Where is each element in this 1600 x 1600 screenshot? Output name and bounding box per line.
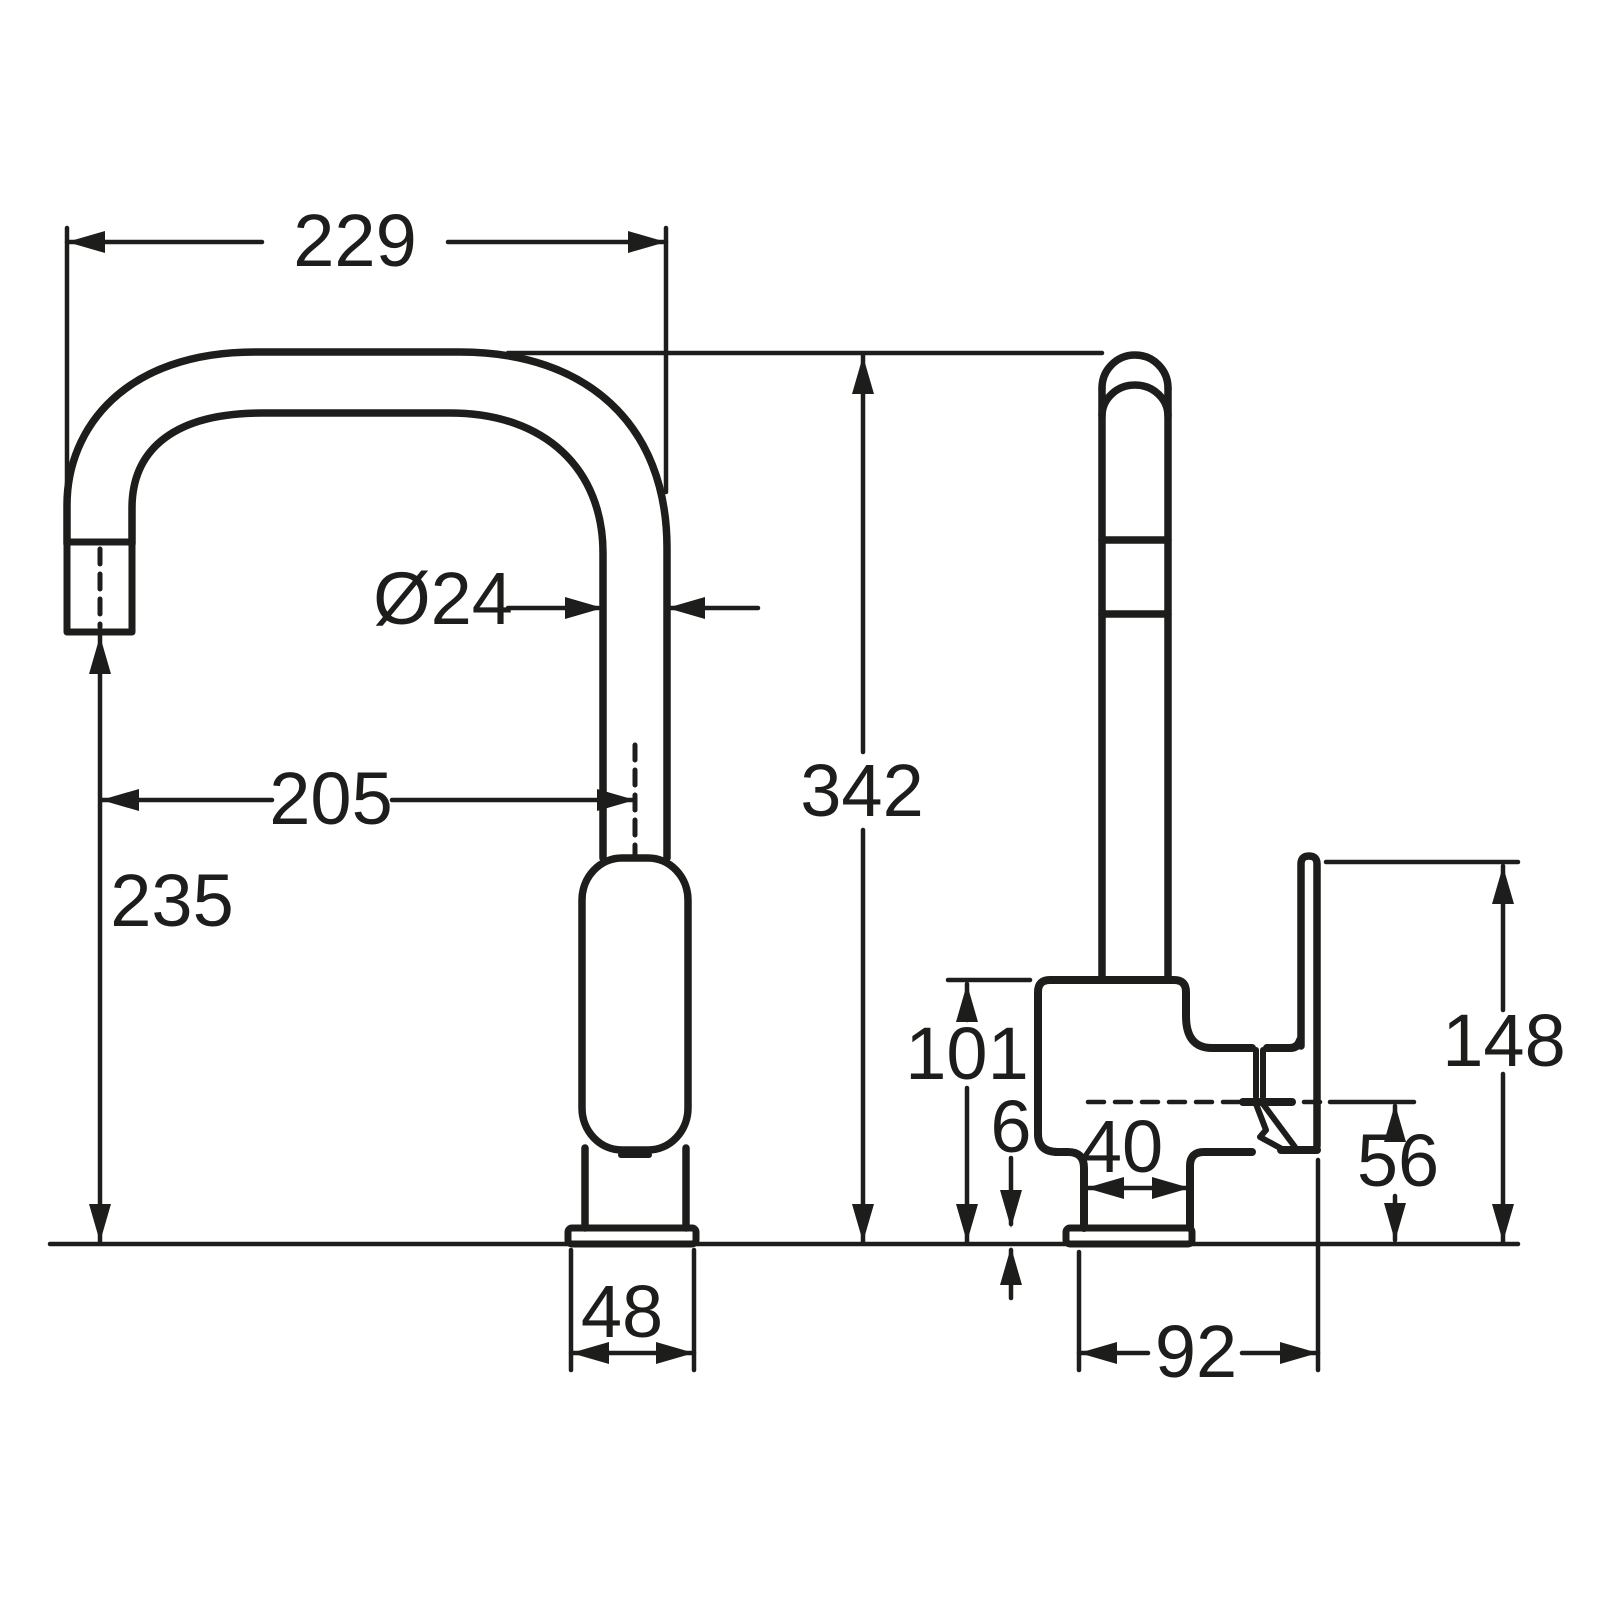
dim-56: 56 <box>1327 1099 1439 1243</box>
dim-235: 235 <box>89 633 234 1245</box>
side-base-flange <box>1062 1224 1196 1248</box>
arrowhead-up <box>956 984 978 1022</box>
dimensions: 229 Ø24 205 235 <box>64 199 1566 1393</box>
dim-o24: Ø24 <box>373 557 761 640</box>
dim-label-6: 6 <box>990 1085 1031 1168</box>
dim-label-235: 235 <box>110 859 233 942</box>
arrowhead-left <box>1079 1342 1117 1364</box>
arrowhead-up <box>1384 1104 1406 1142</box>
side-boss-underside <box>1186 1148 1256 1232</box>
arrowhead-right <box>1152 1177 1190 1199</box>
arrowhead-up <box>1000 1247 1022 1285</box>
dim-101: 101 <box>905 977 1033 1245</box>
dim-label-205: 205 <box>269 757 392 840</box>
arrowhead-right <box>565 597 603 619</box>
handle-neck-flare-left <box>1253 1101 1285 1152</box>
dim-6: 6 <box>990 1085 1032 1301</box>
dim-342: 342 <box>505 350 1105 1245</box>
arrowhead-up <box>852 356 874 394</box>
arrowhead-up <box>89 636 111 674</box>
side-boss-top-right <box>1263 1036 1304 1052</box>
arrowhead-left <box>101 789 139 811</box>
dim-label-229: 229 <box>293 199 416 282</box>
front-body <box>578 854 692 1154</box>
dim-label-101: 101 <box>905 1012 1028 1095</box>
dim-label-40: 40 <box>1081 1105 1163 1188</box>
side-tube-cap <box>1098 351 1172 392</box>
dim-229: 229 <box>64 199 669 499</box>
dim-92: 92 <box>1076 1157 1321 1393</box>
dim-label-56: 56 <box>1357 1119 1439 1202</box>
dim-48: 48 <box>568 1247 697 1373</box>
arrowhead-right <box>1280 1342 1318 1364</box>
dim-label-148: 148 <box>1442 999 1565 1082</box>
arrowhead-down <box>1000 1190 1022 1228</box>
arrowhead-down <box>1384 1203 1406 1241</box>
front-base-flange <box>564 1224 700 1248</box>
handle-neck-flare-right <box>1260 1101 1298 1150</box>
arrowhead-right <box>597 789 635 811</box>
arrowhead-down <box>1492 1204 1514 1242</box>
spout-inner-curve <box>128 409 607 862</box>
arrowhead-left <box>667 597 705 619</box>
arrowhead-left <box>571 1342 609 1364</box>
arrowhead-up <box>1492 866 1514 904</box>
arrowhead-right <box>656 1342 694 1364</box>
dim-40: 40 <box>1081 1105 1193 1199</box>
dim-label-342: 342 <box>800 749 923 832</box>
arrowhead-down <box>956 1204 978 1242</box>
dim-205: 205 <box>98 757 638 840</box>
side-tube-inner-arc <box>1098 381 1172 420</box>
dim-label-o24: Ø24 <box>373 557 513 640</box>
handle-blade <box>1297 852 1321 1150</box>
arrowhead-left <box>67 231 105 253</box>
arrowhead-left <box>1086 1177 1124 1199</box>
arrowhead-down <box>89 1204 111 1242</box>
spout-outer-curve <box>63 348 671 862</box>
dim-label-48: 48 <box>581 1270 663 1353</box>
spout-outlet-tip <box>63 538 136 636</box>
dim-148: 148 <box>1323 859 1566 1245</box>
dim-label-92: 92 <box>1155 1310 1237 1393</box>
arrowhead-down <box>852 1204 874 1242</box>
side-body-outline <box>1034 976 1256 1232</box>
arrowhead-right <box>628 231 666 253</box>
